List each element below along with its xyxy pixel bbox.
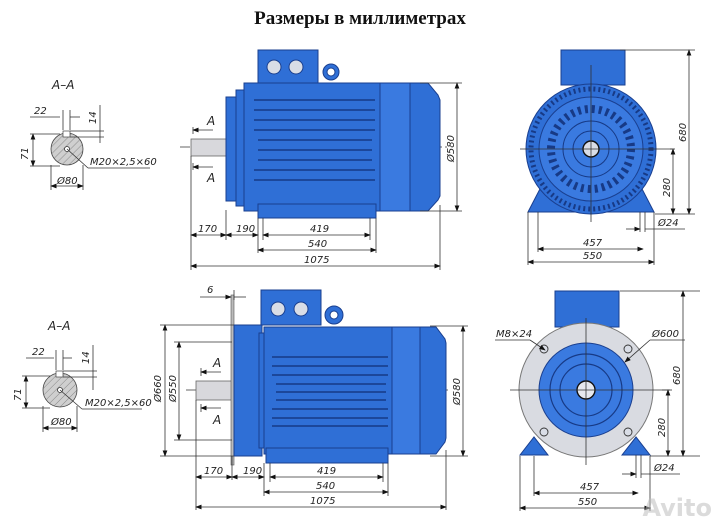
fan-cover-ring bbox=[391, 326, 421, 455]
section-aa-bottom: A–A 22 14 71 Ø80 M20×2,5×60 bbox=[13, 319, 152, 432]
svg-text:M20×2,5×60: M20×2,5×60 bbox=[90, 157, 157, 168]
section-aa-top: A–A 22 14 71 Ø80 M20×2,5×60 bbox=[20, 78, 157, 190]
stator-body bbox=[263, 326, 393, 455]
svg-text:457: 457 bbox=[583, 238, 603, 249]
svg-text:280: 280 bbox=[662, 178, 673, 197]
svg-text:M20×2,5×60: M20×2,5×60 bbox=[85, 398, 152, 409]
fan-cover bbox=[409, 82, 441, 212]
svg-text:540: 540 bbox=[316, 481, 335, 492]
svg-text:190: 190 bbox=[236, 224, 255, 235]
svg-text:170: 170 bbox=[204, 466, 223, 477]
svg-text:M8×24: M8×24 bbox=[496, 329, 532, 340]
svg-text:190: 190 bbox=[243, 466, 262, 477]
end-view-top: 680 280 Ø24 457 550 bbox=[520, 49, 695, 265]
svg-text:419: 419 bbox=[317, 466, 336, 477]
svg-text:14: 14 bbox=[81, 351, 92, 364]
stator-body bbox=[243, 82, 381, 212]
svg-text:Ø580: Ø580 bbox=[451, 378, 463, 406]
fan-cover-ring bbox=[379, 82, 411, 212]
svg-text:680: 680 bbox=[678, 123, 689, 142]
svg-text:A: A bbox=[206, 114, 215, 128]
svg-text:Ø550: Ø550 bbox=[167, 375, 179, 403]
page-title: Размеры в миллиметрах bbox=[254, 8, 466, 29]
svg-text:1075: 1075 bbox=[310, 496, 335, 507]
svg-text:22: 22 bbox=[34, 106, 47, 117]
svg-text:540: 540 bbox=[308, 239, 327, 250]
shaft bbox=[190, 138, 228, 157]
svg-text:6: 6 bbox=[207, 285, 213, 296]
svg-text:Ø80: Ø80 bbox=[50, 416, 72, 428]
svg-text:A: A bbox=[212, 356, 221, 370]
svg-text:Ø580: Ø580 bbox=[445, 135, 457, 163]
svg-text:550: 550 bbox=[578, 497, 597, 508]
svg-text:Ø660: Ø660 bbox=[152, 375, 164, 403]
end-view-bottom: M8×24 Ø600 680 280 Ø24 457 550 bbox=[495, 290, 700, 511]
fan-cover bbox=[419, 326, 447, 455]
svg-text:419: 419 bbox=[310, 224, 329, 235]
svg-text:Ø600: Ø600 bbox=[651, 328, 679, 340]
svg-text:680: 680 bbox=[672, 366, 683, 385]
svg-text:280: 280 bbox=[657, 418, 668, 437]
svg-text:Ø24: Ø24 bbox=[653, 462, 675, 474]
avito-watermark: Avito bbox=[642, 494, 712, 522]
terminal-box bbox=[560, 49, 626, 86]
svg-text:Ø80: Ø80 bbox=[56, 175, 78, 187]
shaft bbox=[195, 380, 233, 401]
svg-text:14: 14 bbox=[88, 111, 99, 124]
svg-text:550: 550 bbox=[583, 251, 602, 262]
svg-text:1075: 1075 bbox=[304, 255, 329, 266]
svg-text:A: A bbox=[212, 413, 221, 427]
svg-text:Ø24: Ø24 bbox=[657, 217, 679, 229]
feet bbox=[257, 203, 377, 219]
svg-text:71: 71 bbox=[20, 147, 31, 160]
svg-text:457: 457 bbox=[580, 482, 600, 493]
terminal-box bbox=[260, 289, 322, 326]
svg-text:A–A: A–A bbox=[47, 319, 70, 333]
svg-text:170: 170 bbox=[198, 224, 217, 235]
svg-text:A: A bbox=[206, 171, 215, 185]
side-view-bottom: A A 6 Ø660 Ø550 170 190 419 540 1075 Ø58… bbox=[152, 285, 468, 510]
flange bbox=[233, 324, 263, 457]
terminal-box bbox=[554, 290, 620, 328]
side-view-top: A A 170 190 419 540 1075 Ø580 bbox=[180, 49, 462, 270]
section-label: A–A bbox=[51, 78, 74, 92]
svg-text:22: 22 bbox=[32, 347, 45, 358]
svg-text:71: 71 bbox=[13, 388, 24, 401]
feet bbox=[265, 447, 389, 464]
